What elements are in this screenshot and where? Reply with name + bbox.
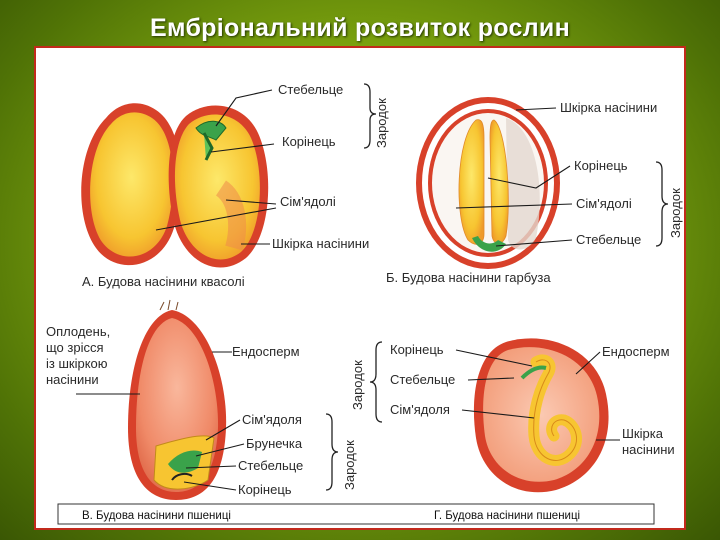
beet-seed-illustration xyxy=(473,338,609,493)
wheat-pericarp-line-4: насінини xyxy=(46,372,99,387)
wheat-stem-leader xyxy=(185,465,237,469)
bean-stem-leader xyxy=(215,89,273,127)
diagram-panel: Стебельце Корінець Сім'ядолі Шкірка насі… xyxy=(34,46,686,530)
wheat-root-label: Корінець xyxy=(238,482,292,497)
wheat-pericarp-line-2: що зрісся xyxy=(46,340,104,355)
wheat-bud-leader xyxy=(195,443,245,457)
beet-cotyledon-leader xyxy=(461,409,535,419)
bean-root-label: Корінець xyxy=(282,134,336,149)
wheat-endosperm-label: Ендосперм xyxy=(232,344,300,359)
beet-endosperm-label: Ендосперм xyxy=(602,344,670,359)
wheat-caption: В. Будова насінини пшениці xyxy=(82,510,231,522)
pumpkin-seed-illustration xyxy=(416,97,560,269)
beet-coat-label: Шкірка насінини xyxy=(622,426,675,457)
wheat-cotyledon-leader xyxy=(205,419,241,441)
pumpkin-caption: Б. Будова насінини гарбуза xyxy=(386,270,551,285)
wheat-cotyledon-label: Сім'ядоля xyxy=(242,412,302,427)
bean-stem-label: Стебельце xyxy=(278,82,343,97)
wheat-root-leader xyxy=(183,481,237,491)
wheat-pericarp-line-1: Оплодень, xyxy=(46,324,110,339)
beet-embryo-bracket xyxy=(369,341,383,423)
beet-root-label: Корінець xyxy=(390,342,444,357)
pumpkin-cotyledons-label: Сім'ядолі xyxy=(576,196,632,211)
pumpkin-root-leader xyxy=(487,165,571,189)
pumpkin-stem-leader xyxy=(495,239,573,247)
bean-coat-label: Шкірка насінини xyxy=(272,236,369,251)
bean-cotyledons-label: Сім'ядолі xyxy=(280,194,336,209)
beet-coat-line-1: Шкірка xyxy=(622,426,664,441)
bean-root-leader xyxy=(210,143,275,153)
bean-embryo-label: Зародок xyxy=(374,98,389,148)
pumpkin-embryo-label: Зародок xyxy=(668,188,683,238)
beet-endosperm-leader xyxy=(575,351,601,375)
beet-cotyledon-label: Сім'ядоля xyxy=(390,402,450,417)
beet-coat-line-2: насінини xyxy=(622,442,675,457)
wheat-pericarp-line-3: із шкіркою xyxy=(46,356,108,371)
bean-caption: А. Будова насінини квасолі xyxy=(82,274,245,289)
bean-seed-illustration xyxy=(81,103,269,268)
beet-caption: Г. Будова насінини пшениці xyxy=(434,510,580,522)
caption-bar xyxy=(57,503,655,525)
pumpkin-stem-label: Стебельце xyxy=(576,232,641,247)
wheat-pericarp-label: Оплодень, що зрісся із шкіркою насінини xyxy=(46,324,114,387)
pumpkin-cotyledons-leader xyxy=(455,203,573,209)
beet-stem-leader xyxy=(467,377,515,381)
bean-embryo-bracket xyxy=(363,83,377,149)
wheat-embryo-bracket xyxy=(325,413,339,491)
pumpkin-coat-leader xyxy=(515,107,557,111)
pumpkin-coat-label: Шкірка насінини xyxy=(560,100,657,115)
wheat-seed-illustration xyxy=(128,299,227,500)
slide-title: Ембріональний розвиток рослин xyxy=(150,14,570,42)
wheat-embryo-label: Зародок xyxy=(342,440,357,490)
seed-structure-diagram: Стебельце Корінець Сім'ядолі Шкірка насі… xyxy=(46,82,683,525)
pumpkin-root-label: Корінець xyxy=(574,158,628,173)
wheat-stem-label: Стебельце xyxy=(238,458,303,473)
pumpkin-embryo-bracket xyxy=(655,161,669,247)
wheat-bud-label: Брунечка xyxy=(246,436,303,451)
bean-cotyledon-leaders xyxy=(155,199,277,231)
beet-root-leader xyxy=(455,349,533,367)
beet-stem-label: Стебельце xyxy=(390,372,455,387)
beet-embryo-label: Зародок xyxy=(350,360,365,410)
